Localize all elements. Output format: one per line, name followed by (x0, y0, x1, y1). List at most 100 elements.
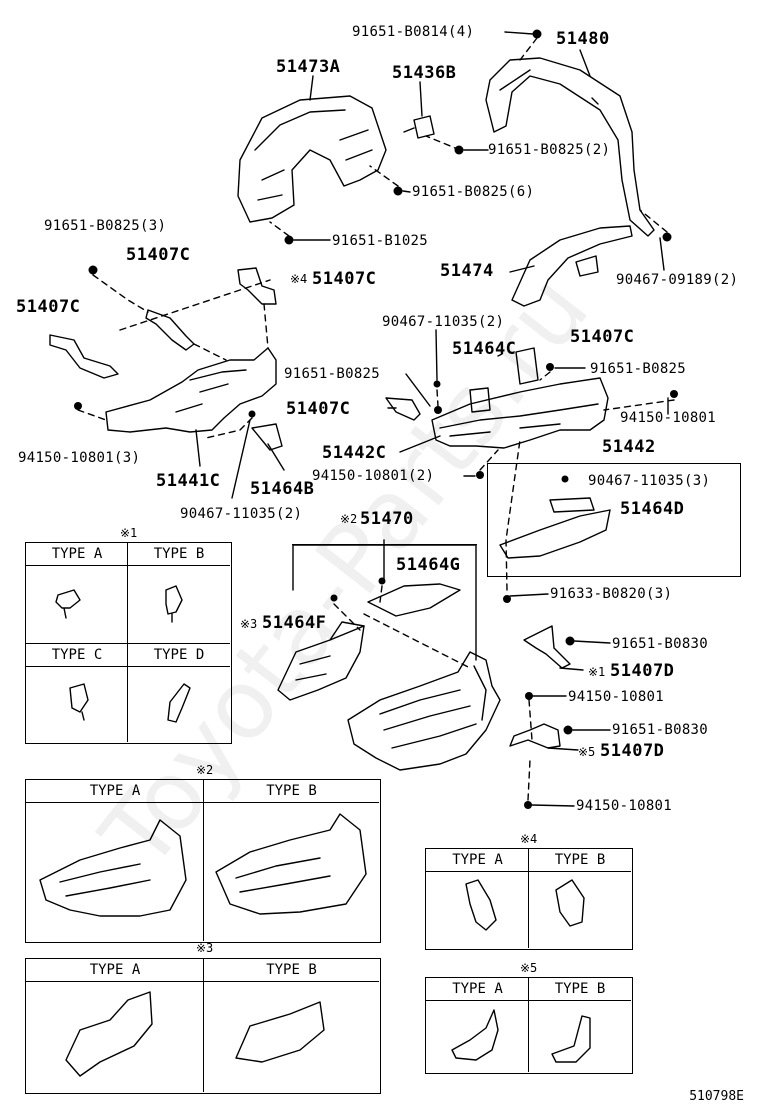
mark-1-ref: ※1 (588, 665, 606, 679)
label-90467-11035-2-top: 90467-11035(2) (382, 314, 505, 330)
label-91651-B0814-4: 91651-B0814(4) (352, 24, 475, 40)
label-51407C-top: 51407C (126, 245, 191, 265)
label-91651-B0830-bottom: 91651-B0830 (612, 722, 709, 738)
label-94150-10801-2: 94150-10801(2) (312, 468, 435, 484)
label-91651-B0825-right: 91651-B0825 (590, 361, 687, 377)
mark-5-ref: ※5 (578, 745, 596, 759)
table4-cell-type-b: TYPE B (529, 849, 631, 948)
label-51436B: 51436B (392, 63, 457, 83)
table3-cell-type-b: TYPE B (204, 959, 379, 1092)
label-94150-10801-3: 94150-10801(3) (18, 450, 141, 466)
label-51464C: 51464C (452, 339, 517, 359)
table4-mark: ※4 (520, 832, 538, 846)
table1-header-type-c: TYPE C (26, 644, 128, 667)
label-91633-B0820-3: 91633-B0820(3) (550, 586, 673, 602)
label-51407D-top: 51407D (610, 661, 675, 681)
part-51464D-plate (499, 497, 611, 559)
label-51464F: 51464F (262, 613, 327, 633)
label-51442: 51442 (602, 437, 656, 457)
label-94150-10801-bottom: 94150-10801 (576, 798, 673, 814)
table1-cell-type-c: TYPE C (26, 644, 128, 742)
table2-cell-type-b: TYPE B (204, 780, 379, 941)
variant-table-5: TYPE A TYPE B (425, 977, 633, 1074)
table1-header-type-d: TYPE D (128, 644, 230, 667)
table1-mark: ※1 (120, 526, 138, 540)
drawing-id: 510798E (689, 1089, 744, 1104)
part-51470-frame-top (292, 544, 477, 545)
mark-2-ref: ※2 (340, 512, 358, 526)
label-51407D-bottom: 51407D (600, 741, 665, 761)
table1-header-type-a: TYPE A (26, 543, 128, 566)
part-51442-assembly (385, 347, 609, 449)
table2-header-type-b: TYPE B (204, 780, 379, 803)
label-51407C-mid-right: 51407C (570, 327, 635, 347)
table3-icons (65, 991, 325, 1077)
dashed-assembly-lines (77, 37, 675, 801)
part-51470-shield (347, 651, 501, 771)
label-91651-B1025: 91651-B1025 (332, 233, 429, 249)
label-51407C-right: 51407C (312, 269, 377, 289)
table5-cell-type-b: TYPE B (529, 978, 631, 1072)
variant-table-4: TYPE A TYPE B (425, 848, 633, 950)
label-90467-09189-2: 90467-09189(2) (616, 272, 739, 288)
table3-cell-type-a: TYPE A (26, 959, 204, 1092)
table4-header-type-b: TYPE B (529, 849, 631, 872)
part-51407C-bracket-3 (237, 267, 277, 305)
table4-icons (465, 879, 585, 931)
fasteners (74, 29, 678, 809)
table5-mark: ※5 (520, 961, 538, 975)
label-51407C-center: 51407C (286, 399, 351, 419)
variant-table-1: TYPE A TYPE B TYPE C TYPE D (25, 542, 232, 744)
label-91651-B0825-mid: 91651-B0825 (284, 366, 381, 382)
table5-header-type-a: TYPE A (426, 978, 529, 1001)
part-51464D-frame (487, 463, 741, 577)
table5-icons (451, 1009, 591, 1063)
mark-3-ref: ※3 (240, 617, 258, 631)
label-91651-B0830-top: 91651-B0830 (612, 636, 709, 652)
table3-mark: ※3 (196, 941, 214, 955)
part-51407C-bracket-2 (145, 309, 195, 351)
label-51464B: 51464B (250, 479, 315, 499)
table2-icons (39, 813, 367, 917)
label-51470: 51470 (360, 509, 414, 529)
table1-cell-type-d: TYPE D (128, 644, 230, 742)
part-51474-bracket (511, 225, 633, 307)
mark-4-ref: ※4 (290, 272, 308, 286)
table5-cell-type-a: TYPE A (426, 978, 529, 1072)
label-51464G: 51464G (396, 555, 461, 575)
label-90467-11035-2-bottom: 90467-11035(2) (180, 506, 303, 522)
table5-header-type-b: TYPE B (529, 978, 631, 1001)
part-51407C-bracket-1 (49, 334, 119, 379)
label-90467-11035-3: 90467-11035(3) (588, 473, 711, 489)
variant-table-3: TYPE A TYPE B (25, 958, 381, 1094)
part-51464B-bracket (251, 423, 283, 451)
part-51407D-bracket-2 (509, 723, 561, 749)
part-51441C-shield (105, 347, 277, 433)
table3-header-type-b: TYPE B (204, 959, 379, 982)
part-51480-shroud (485, 57, 655, 237)
label-94150-10801-mid: 94150-10801 (568, 689, 665, 705)
label-51473A: 51473A (276, 57, 341, 77)
label-91651-B0825-6: 91651-B0825(6) (412, 184, 535, 200)
label-94150-10801-right: 94150-10801 (620, 410, 717, 426)
table1-cell-type-a: TYPE A (26, 543, 128, 643)
table3-header-type-a: TYPE A (26, 959, 204, 982)
label-91651-B0825-2: 91651-B0825(2) (488, 142, 611, 158)
table2-header-type-a: TYPE A (26, 780, 204, 803)
label-51441C: 51441C (156, 471, 221, 491)
table1-header-type-b: TYPE B (128, 543, 230, 566)
label-51474: 51474 (440, 261, 494, 281)
label-51407C-left: 51407C (16, 297, 81, 317)
label-91651-B0825-3: 91651-B0825(3) (44, 218, 167, 234)
table2-mark: ※2 (196, 763, 214, 777)
table1-cell-type-b: TYPE B (128, 543, 230, 643)
label-51442C: 51442C (322, 443, 387, 463)
label-51464D: 51464D (620, 499, 685, 519)
variant-table-2: TYPE A TYPE B (25, 779, 381, 943)
table1-icons (55, 585, 191, 723)
table4-cell-type-a: TYPE A (426, 849, 529, 948)
table2-cell-type-a: TYPE A (26, 780, 204, 941)
table4-header-type-a: TYPE A (426, 849, 529, 872)
